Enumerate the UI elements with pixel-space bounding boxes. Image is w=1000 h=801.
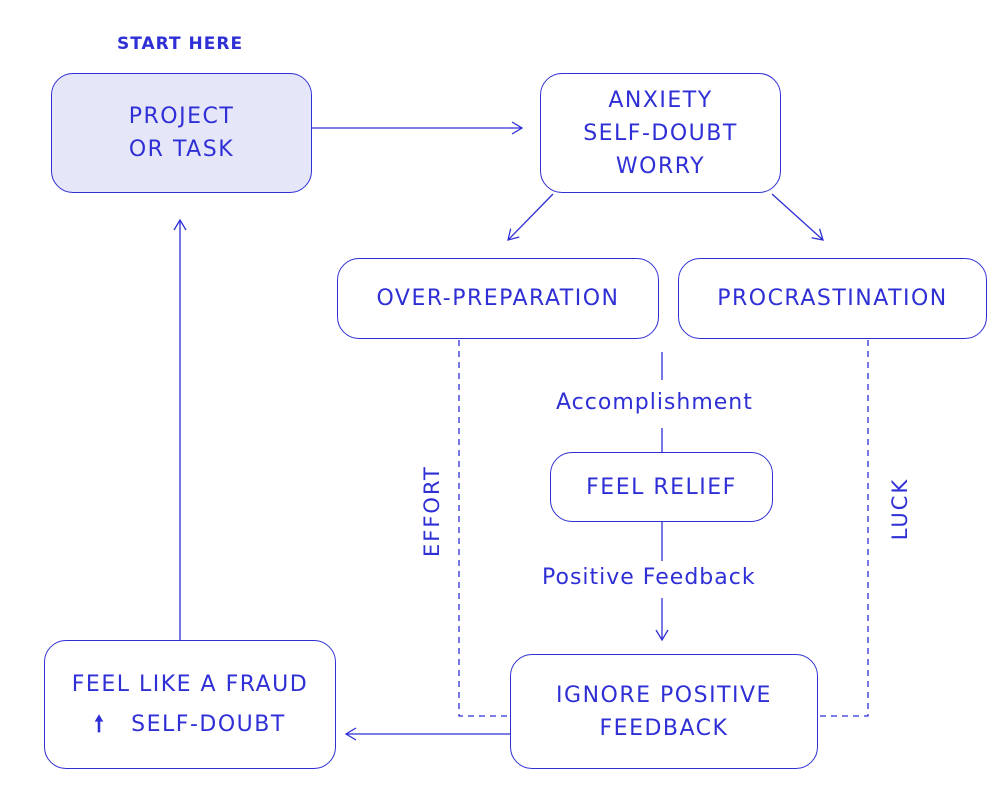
node-ignore-positive-feedback: IGNORE POSITIVE FEEDBACK: [510, 654, 818, 769]
node-anxiety-line-2: SELF-DOUBT: [583, 120, 738, 146]
edge-label-effort: EFFORT: [420, 465, 444, 557]
node-anxiety-line-1: ANXIETY: [608, 87, 713, 113]
node-feel-relief-label: FEEL RELIEF: [586, 474, 737, 500]
node-fraud-self-doubt: SELF-DOUBT: [131, 711, 286, 737]
arrow-up-icon: 🠕: [94, 711, 106, 737]
start-here-label: START HERE: [117, 34, 244, 54]
node-over-preparation-label: OVER-PREPARATION: [376, 286, 620, 311]
node-procrastination: PROCRASTINATION: [678, 258, 987, 339]
edge-anxiety-to-procrastination: [771, 193, 824, 241]
node-feel-like-a-fraud: FEEL LIKE A FRAUD 🠕 SELF-DOUBT: [44, 640, 336, 769]
edge-label-accomplishment: Accomplishment: [556, 390, 753, 415]
edge-anxiety-to-over-preparation: [507, 193, 554, 241]
node-ignore-line-2: FEEDBACK: [599, 715, 729, 741]
edge-label-positive-feedback: Positive Feedback: [542, 565, 756, 590]
node-fraud-line-2: 🠕 SELF-DOUBT: [94, 705, 286, 745]
node-anxiety: ANXIETY SELF-DOUBT WORRY: [540, 73, 781, 193]
node-over-preparation: OVER-PREPARATION: [337, 258, 659, 339]
edge-effort-dashed: [458, 340, 510, 717]
node-anxiety-line-3: WORRY: [615, 153, 706, 179]
node-ignore-line-1: IGNORE POSITIVE: [556, 682, 772, 708]
edge-luck-dashed: [818, 340, 869, 717]
node-procrastination-label: PROCRASTINATION: [717, 286, 948, 311]
node-project-line-1: PROJECT: [128, 104, 235, 129]
edge-label-luck: LUCK: [888, 477, 912, 541]
node-fraud-line-1: FEEL LIKE A FRAUD: [71, 671, 309, 697]
node-feel-relief: FEEL RELIEF: [550, 452, 773, 522]
node-project-line-2: OR TASK: [128, 137, 235, 162]
node-project-or-task: PROJECT OR TASK: [51, 73, 312, 193]
